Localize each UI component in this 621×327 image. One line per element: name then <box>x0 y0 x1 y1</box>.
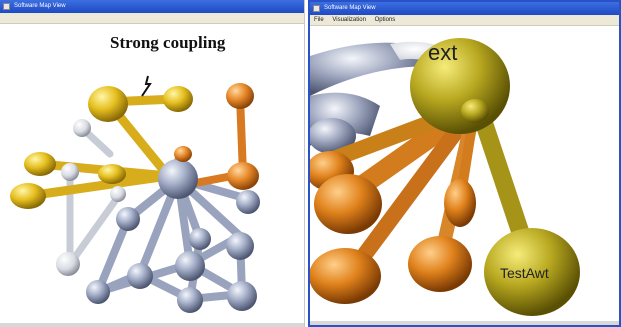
graph-node[interactable] <box>127 263 153 289</box>
graph-node[interactable] <box>226 83 254 109</box>
left-3d-graph-canvas[interactable] <box>0 24 304 323</box>
graph-node[interactable] <box>174 146 192 162</box>
left-window-title: Software Map View <box>14 3 66 9</box>
left-window-menu-bar <box>0 13 304 24</box>
app-icon <box>313 5 320 12</box>
strong-coupling-annotation: Strong coupling <box>110 33 225 53</box>
left-window-status-bar <box>0 323 304 327</box>
graph-node[interactable] <box>110 186 126 202</box>
graph-node[interactable] <box>61 163 79 181</box>
left-graph-svg <box>0 24 304 323</box>
graph-node[interactable] <box>56 252 80 276</box>
graph-node[interactable] <box>116 207 140 231</box>
right-graph-svg: ext TestAwt <box>310 26 619 321</box>
graph-node[interactable] <box>314 174 382 234</box>
right-window: Software Map View File Visualization Opt… <box>308 0 621 327</box>
graph-node[interactable] <box>227 281 257 311</box>
menu-visualization[interactable]: Visualization <box>332 17 366 23</box>
graph-node[interactable] <box>158 159 198 199</box>
graph-node[interactable] <box>310 248 381 304</box>
graph-node[interactable] <box>226 232 254 260</box>
graph-node[interactable] <box>86 280 110 304</box>
ext-node[interactable] <box>410 38 510 134</box>
graph-node[interactable] <box>24 152 56 176</box>
graph-node[interactable] <box>175 251 205 281</box>
graph-node[interactable] <box>177 287 203 313</box>
left-window: Software Map View <box>0 0 305 327</box>
graph-node[interactable] <box>88 86 128 122</box>
right-window-menu-bar: File Visualization Options <box>310 15 619 26</box>
testawt-node-label: TestAwt <box>500 265 549 281</box>
right-3d-graph-canvas[interactable]: ext TestAwt <box>310 26 619 321</box>
graph-node[interactable] <box>73 119 91 137</box>
ext-node-label: ext <box>428 40 457 65</box>
right-window-title-bar[interactable]: Software Map View <box>310 2 619 15</box>
graph-node[interactable] <box>10 183 46 209</box>
menu-options[interactable]: Options <box>375 17 396 23</box>
graph-node[interactable] <box>98 164 126 184</box>
graph-node[interactable] <box>163 86 193 112</box>
graph-node[interactable] <box>408 236 472 292</box>
graph-node[interactable] <box>444 179 476 227</box>
graph-node[interactable] <box>189 228 211 250</box>
annotation-pointer <box>142 76 150 96</box>
app-icon <box>3 3 10 10</box>
graph-node[interactable] <box>227 162 259 190</box>
graph-node[interactable] <box>236 190 260 214</box>
hub-node[interactable] <box>461 99 489 123</box>
right-window-title: Software Map View <box>324 5 376 11</box>
right-window-status-bar <box>310 321 619 325</box>
left-window-title-bar[interactable]: Software Map View <box>0 0 304 13</box>
menu-file[interactable]: File <box>314 17 324 23</box>
